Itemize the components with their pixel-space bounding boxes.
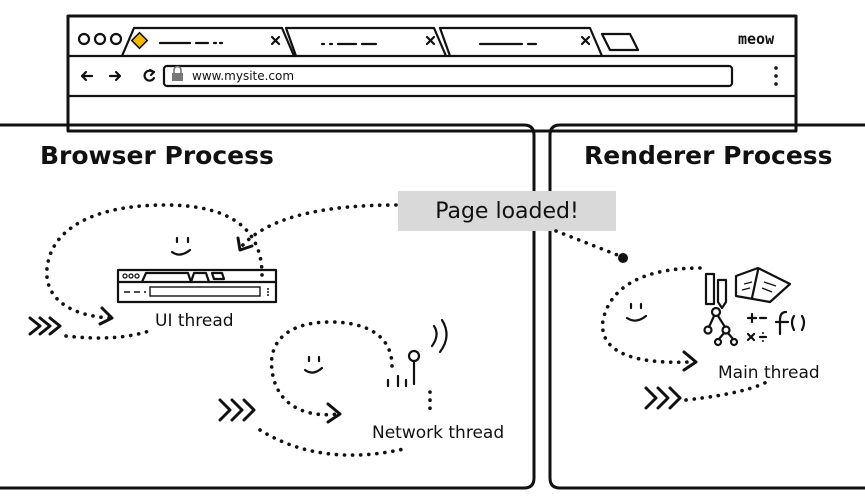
window-control-circle-icon[interactable] — [77, 32, 91, 46]
renderer-process-title: Renderer Process — [584, 141, 833, 170]
window-control-circle-icon[interactable] — [93, 32, 107, 46]
ui-thread-label: UI thread — [155, 311, 234, 331]
smiley-face-icon — [303, 355, 324, 374]
tab-close-icon[interactable] — [580, 35, 591, 46]
tab-close-icon[interactable] — [270, 35, 281, 46]
message-arrowhead — [236, 236, 254, 252]
kebab-menu-icon[interactable] — [774, 66, 778, 86]
ui-thread-arrowhead — [98, 306, 114, 326]
browser-window: meow www.mysite.com — [66, 14, 798, 133]
renderer-process-panel — [548, 123, 865, 490]
address-bar[interactable] — [162, 64, 734, 88]
main-thread: Main thread — [600, 266, 820, 410]
lock-shackle — [173, 65, 182, 73]
forward-arrow-icon[interactable] — [108, 70, 122, 82]
network-thread: Network thread — [218, 318, 504, 457]
back-arrow-icon[interactable] — [80, 70, 94, 82]
tab-outline — [284, 26, 448, 58]
ui-thread-tail — [64, 328, 154, 340]
antenna-icon — [386, 318, 448, 388]
window-controls[interactable] — [77, 32, 123, 46]
network-thread-label: Network thread — [372, 423, 504, 443]
book-icon — [734, 266, 792, 304]
smiley-face-icon — [170, 236, 192, 256]
message-source-dot — [618, 253, 628, 263]
math-symbols-icon — [746, 310, 806, 342]
main-thread-arrowhead — [682, 350, 698, 372]
main-thread-tail — [684, 378, 772, 402]
tab-outline — [438, 26, 604, 58]
network-thread-tail — [258, 428, 410, 457]
message-box — [398, 191, 616, 231]
ui-thread-loop — [44, 203, 264, 320]
pencil-ruler-icon — [704, 272, 728, 310]
browser-process-title: Browser Process — [40, 141, 274, 170]
network-thread-loop — [269, 320, 394, 417]
browser-tab-3[interactable] — [438, 26, 604, 58]
reload-icon[interactable] — [143, 68, 156, 82]
message-text: Page loaded! — [435, 199, 579, 224]
main-thread-loop — [600, 266, 702, 365]
diamond-favicon-icon — [130, 31, 149, 50]
ui-thread-chevrons-icon — [28, 316, 62, 336]
browser-tab-2[interactable] — [284, 26, 448, 58]
new-tab-button[interactable] — [600, 32, 640, 52]
main-thread-chevrons-icon — [644, 386, 682, 410]
window-control-circle-icon[interactable] — [109, 32, 123, 46]
message-source-line — [554, 229, 622, 258]
browser-process-panel — [0, 123, 536, 490]
mini-browser-icon — [116, 268, 278, 304]
browser-brand: meow — [738, 30, 775, 48]
network-thread-chevrons-icon — [218, 398, 256, 422]
lock-icon — [172, 73, 183, 81]
main-thread-label: Main thread — [718, 363, 820, 383]
tree-graph-icon — [703, 306, 739, 347]
browser-tab-1[interactable] — [120, 26, 296, 58]
message-arrow-line — [240, 203, 398, 248]
browser-window-frame — [66, 14, 798, 133]
tab-outline — [120, 26, 296, 58]
tab-close-icon[interactable] — [425, 35, 436, 46]
ui-thread: UI thread — [28, 203, 278, 340]
smiley-face-icon — [625, 302, 648, 322]
network-thread-arrowhead — [326, 402, 342, 424]
url-text: www.mysite.com — [192, 69, 294, 83]
